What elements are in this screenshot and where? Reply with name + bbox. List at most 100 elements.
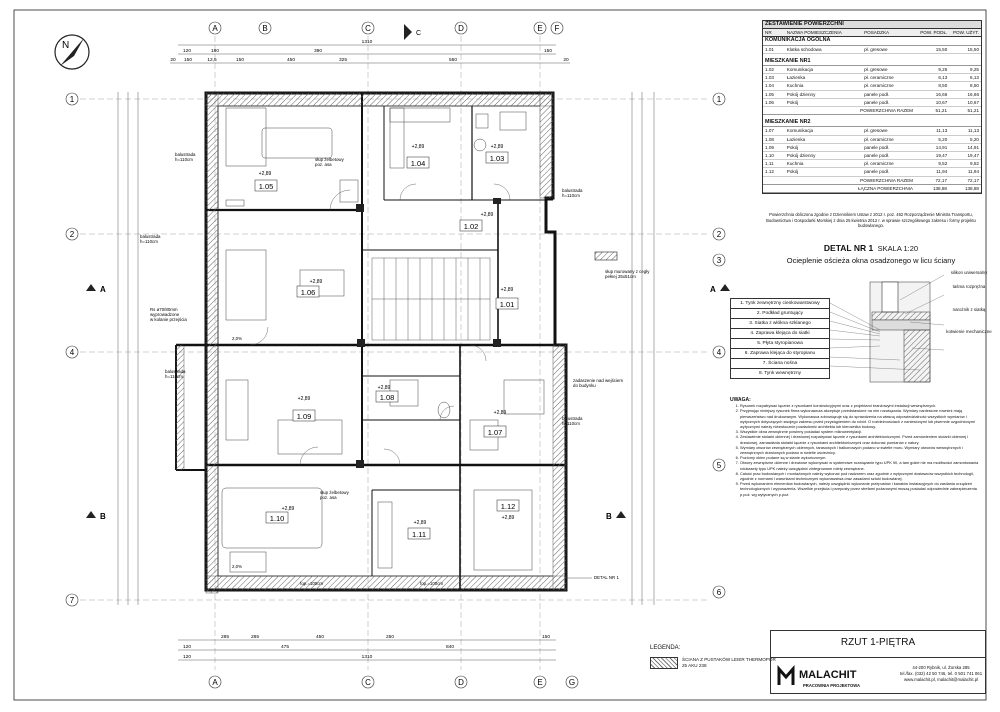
table-title: ZESTAWIENIE POWIERZCHNI: [763, 21, 981, 30]
svg-text:B: B: [606, 512, 612, 521]
room-1-03: +2,89 1.03: [485, 144, 509, 164]
svg-text:150: 150: [184, 57, 192, 63]
svg-text:150: 150: [542, 634, 550, 640]
svg-text:2: 2: [70, 230, 75, 239]
svg-text:1310: 1310: [362, 39, 373, 45]
svg-text:325: 325: [339, 57, 347, 63]
svg-text:120: 120: [183, 48, 191, 54]
layer-item: 4. Zaprawa klejąca do siatki: [730, 329, 830, 339]
svg-text:w kolanie przejścia: w kolanie przejścia: [150, 317, 187, 322]
note-item: Poziomy okien podane są w stanie wykończ…: [740, 455, 980, 460]
svg-text:h=110cm: h=110cm: [140, 239, 158, 244]
svg-text:poz. asa: poz. asa: [315, 162, 332, 167]
svg-text:3: 3: [717, 256, 722, 265]
staircase: [371, 257, 491, 341]
room-1-08: +2,89 1.08: [375, 385, 399, 403]
layer-item: 7. Ściana nośna: [730, 359, 830, 369]
note-item: Zestawienie stolarki okiennej i drzwiowe…: [740, 434, 980, 444]
axis-letter: D: [458, 24, 464, 33]
svg-text:balustrada: balustrada: [165, 369, 186, 374]
room-1-04: +2,89 1.04: [406, 144, 430, 169]
svg-text:1: 1: [70, 95, 75, 104]
section-marks: A B A B: [86, 284, 730, 521]
svg-text:+2,89: +2,89: [412, 144, 425, 150]
detail-layers: 1. Tynk zewnętrzny cienkowarstwowy 2. Po…: [730, 298, 830, 379]
svg-text:+2,89: +2,89: [298, 396, 311, 402]
svg-text:1.11: 1.11: [412, 530, 426, 539]
svg-text:pełnej 25x51cm: pełnej 25x51cm: [605, 274, 636, 279]
svg-text:150: 150: [236, 57, 244, 63]
svg-text:1: 1: [717, 95, 722, 104]
svg-text:G: G: [569, 678, 575, 687]
note-item: Wymiary otworów zewnętrznych okiennych, …: [740, 445, 980, 455]
svg-text:fop.=100cm: fop.=100cm: [300, 581, 323, 586]
room-labels: +2,89 1.05 +2,89 1.04 +2,89 1.03 +2,89 1…: [254, 144, 520, 540]
note-item: Otwory zewnętrzne okienne i drzwiowe wyk…: [740, 460, 980, 470]
room-1-12: 1.12 +2,89: [496, 499, 520, 521]
layer-item: 1. Tynk zewnętrzny cienkowarstwowy: [730, 298, 830, 309]
room-1-09: +2,89 1.09: [292, 396, 316, 422]
svg-text:A: A: [100, 285, 106, 294]
svg-text:zadaszenie nad wejściem: zadaszenie nad wejściem: [573, 378, 623, 383]
area-table: ZESTAWIENIE POWIERZCHNI NR NAZWA POMIESZ…: [762, 20, 982, 195]
table-section: MIESZKANIE NR1: [763, 58, 981, 67]
axis-letter: C: [365, 24, 371, 33]
svg-text:4: 4: [70, 348, 75, 357]
note-item: Rysunek rozpatrywać łącznie z rysunkami …: [740, 403, 980, 408]
svg-text:1310: 1310: [362, 654, 373, 660]
svg-text:2: 2: [717, 230, 722, 239]
callout: narożnik z siatką: [952, 307, 986, 313]
legend-item: ŚCIANA Z PUSTAKÓW LEIER THERMOPOR 25 AKU…: [682, 657, 776, 668]
svg-text:fop.=100cm: fop.=100cm: [420, 581, 443, 586]
door-swings: [249, 183, 511, 466]
callout: taśma rozprężna: [952, 283, 986, 289]
detail-scale: SKALA 1:20: [877, 244, 919, 253]
grid-numbers-left: 1 2 4 7: [65, 92, 79, 607]
svg-text:450: 450: [287, 57, 295, 63]
room-1-06: +2,89 1.06: [296, 279, 323, 298]
svg-text:150: 150: [544, 48, 552, 54]
svg-text:1.09: 1.09: [297, 412, 312, 421]
detail-drawing: [829, 274, 945, 383]
svg-text:+2,89: +2,89: [491, 144, 504, 150]
svg-text:+2,89: +2,89: [494, 410, 507, 416]
svg-text:1.08: 1.08: [380, 393, 395, 402]
svg-text:+2,89: +2,89: [414, 520, 427, 526]
layer-item: 5. Płyta styropianowa: [730, 339, 830, 349]
svg-text:C: C: [365, 678, 371, 687]
svg-text:+2,89: +2,89: [502, 515, 515, 521]
side-dimensions: [117, 92, 655, 605]
svg-text:1.01: 1.01: [500, 300, 515, 309]
svg-text:+2,89: +2,89: [282, 506, 295, 512]
legend-title: LEGENDA:: [650, 645, 681, 651]
annotations: balustrada h=110cm balustrada h=110cm ba…: [140, 152, 650, 586]
svg-text:+2,89: +2,89: [259, 171, 272, 177]
north-arrow-icon: N: [54, 34, 90, 70]
room-1-11: +2,89 1.11: [407, 520, 431, 540]
svg-text:słup żelbetowy: słup żelbetowy: [320, 490, 350, 495]
svg-text:B: B: [100, 512, 106, 521]
top-dimensions: 1310 120 180 390 150 20 150 12,5 150 450…: [170, 39, 570, 64]
svg-text:5: 5: [717, 461, 722, 470]
svg-text:1.10: 1.10: [270, 514, 285, 523]
axis-letter: F: [555, 24, 560, 33]
svg-text:20: 20: [563, 57, 569, 63]
room-1-02: +2,89 1.02: [459, 212, 494, 232]
svg-text:840: 840: [446, 644, 454, 650]
svg-text:4: 4: [717, 348, 722, 357]
svg-text:285: 285: [221, 634, 229, 640]
hatch-swatch-icon: [650, 657, 678, 669]
detail-title: DETAL NR 1: [823, 243, 874, 253]
area-note: Powierzchnia obliczona zgodnie z Dzienni…: [766, 212, 976, 229]
svg-text:1.04: 1.04: [411, 159, 426, 168]
svg-text:h=110cm: h=110cm: [175, 157, 193, 162]
svg-text:balustrada: balustrada: [562, 416, 583, 421]
svg-text:do budynku: do budynku: [573, 383, 596, 388]
legend: LEGENDA: ŚCIANA Z PUSTAKÓW LEIER THERMOP…: [650, 645, 776, 669]
svg-text:7: 7: [70, 596, 75, 605]
section-marker-c: C: [404, 24, 421, 40]
